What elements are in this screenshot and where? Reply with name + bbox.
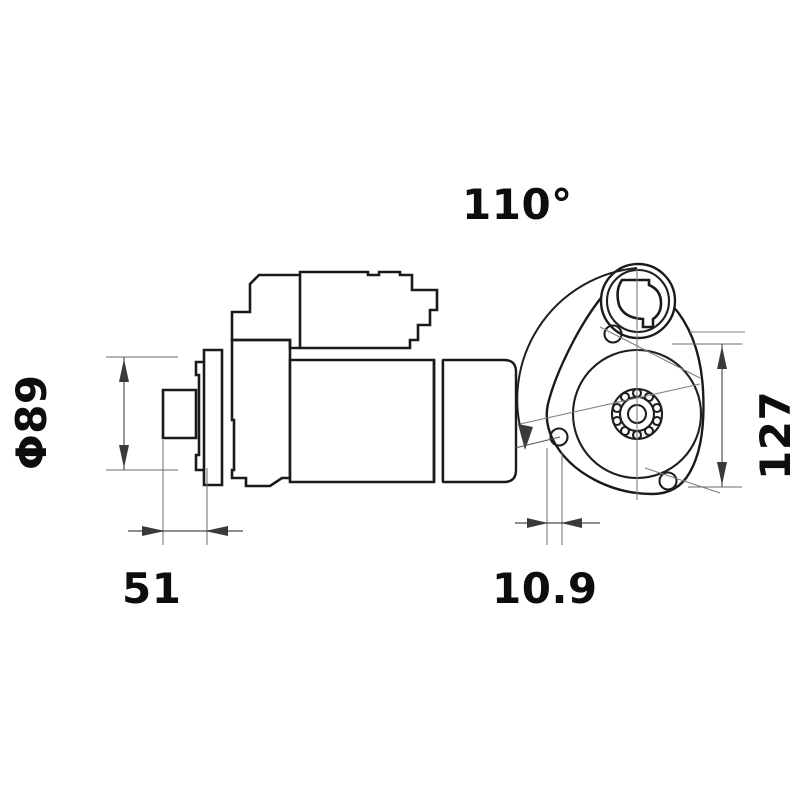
pinion-nose	[161, 388, 198, 440]
nose-dimension-label: 51	[122, 564, 181, 613]
spline-tooth	[611, 402, 623, 414]
flange-dimension-label: 10.9	[492, 564, 598, 613]
spline-tooth	[651, 402, 663, 414]
diameter-dimension-label: Φ89	[7, 374, 56, 470]
commutator-end-cap	[441, 358, 518, 484]
height-dimension-127	[672, 343, 742, 488]
solenoid-housing-outline	[230, 270, 439, 350]
mounting-flange-plate	[202, 348, 224, 487]
angle-dimension-label: 110°	[462, 180, 573, 229]
angle-dimension-110	[514, 267, 638, 450]
solenoid-mid-circle	[605, 268, 671, 334]
mounting-flange-face	[545, 282, 705, 496]
spline-tooth	[643, 425, 655, 437]
motor-body	[288, 358, 436, 484]
flange-inner-step	[194, 360, 204, 472]
spline-tooth	[651, 415, 663, 427]
spline-tooth	[643, 391, 655, 403]
flange-dimension-109	[515, 448, 600, 545]
bolt-centerline-upper	[599, 326, 701, 379]
bolt-centerline-lower-left	[519, 383, 701, 425]
bolt-hole-upper-left	[603, 324, 623, 344]
phi89-arrow-bottom	[119, 445, 129, 468]
dim51-arrow-left	[142, 526, 165, 536]
dim127-arrow-bottom	[717, 462, 727, 485]
nose-dimension-51	[128, 440, 243, 545]
bolt-hole-lower-right	[658, 471, 678, 491]
height-dimension-label: 127	[751, 391, 800, 480]
side-elevation-view	[161, 270, 518, 488]
angle-arc	[516, 267, 638, 445]
bolt-centerline-lower-right	[644, 467, 721, 494]
dim127-arrow-top	[717, 346, 727, 369]
bolt-hole-lower-left	[549, 427, 569, 447]
solenoid-outer-circle	[599, 262, 677, 340]
end-elevation-view	[519, 262, 745, 500]
spline-tooth	[611, 415, 623, 427]
phi89-arrow-top	[119, 359, 129, 382]
spline-tooth	[619, 425, 631, 437]
dim109-arrow-right	[561, 518, 582, 528]
dim51-arrow-right	[205, 526, 228, 536]
angle-leader-line	[514, 436, 561, 449]
solenoid-keyed-profile	[616, 278, 663, 329]
angle-arrow-head	[518, 424, 533, 450]
diameter-dimension-89	[106, 356, 178, 471]
dim109-arrow-left	[527, 518, 548, 528]
